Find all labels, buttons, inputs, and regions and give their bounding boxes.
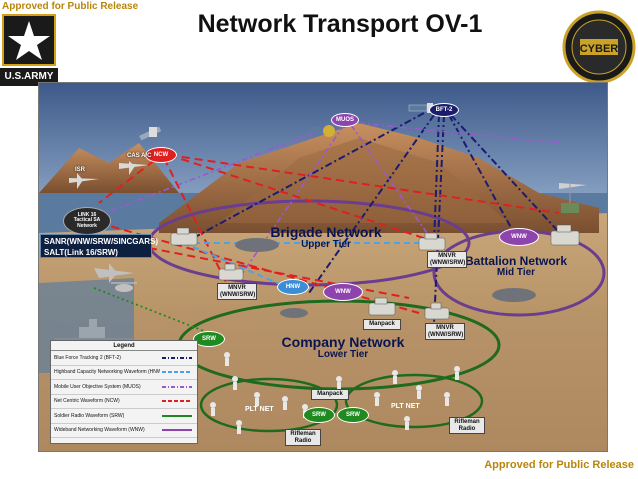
battalion-network-label: Battalion Network Mid Tier (457, 255, 575, 278)
plt-net-right-label: PLT NET (391, 403, 420, 410)
legend-item-label: Mobile User Objective System (MUOS) (54, 383, 141, 390)
link16-node: LINK 16 Tactical SA Network (63, 207, 111, 235)
mnvr-top-tag: MNVR (WNW/SRW) (427, 251, 467, 269)
soldiers-group-icon (210, 352, 460, 434)
mnvr-top-line1: MNVR (438, 253, 456, 259)
bft-node: BFT-2 (429, 103, 459, 117)
battalion-network-tier: Mid Tier (496, 266, 536, 278)
isr-label: ISR (75, 167, 86, 173)
vehicle-mnvr-mid-icon (424, 302, 450, 320)
cas-label: CAS A/C (127, 153, 152, 159)
mnvr-mid-line2: (WNW/SRW) (428, 331, 464, 338)
company-network-name: Company Network (281, 334, 405, 350)
army-logo-text: U.S.ARMY (0, 68, 58, 86)
legend-item-label: Net Centric Waveform (NCW) (54, 398, 120, 405)
legend-line-swatch (162, 356, 192, 359)
legend-item: Net Centric Waveform (NCW) (51, 395, 197, 409)
wnw-center-node: WNW (323, 283, 363, 301)
link16-line3: Network (77, 222, 97, 229)
srw-plt-right-node: SRW (337, 407, 369, 423)
link16-line1: LINK 16 (77, 211, 97, 218)
muos-satellite-icon (309, 125, 335, 137)
legend-item-label: Blue Force Tracking 2 (BFT-2) (54, 354, 121, 361)
uav-icon (559, 183, 587, 189)
armor-upper-icon (235, 238, 279, 252)
legend-title: Legend (51, 341, 197, 351)
mnvr-left-line2: (WNW/SRW) (220, 291, 256, 298)
company-network-tier: Lower Tier (317, 348, 369, 360)
seal-text: CYBER (580, 43, 619, 55)
brigade-network-tier: Upper Tier (301, 238, 351, 250)
legend-line-swatch (162, 385, 192, 388)
vehicle-upper-right-icon (418, 232, 446, 251)
rifleman-left-line1: Rifleman (290, 431, 316, 437)
helicopter-icon (111, 282, 137, 292)
brigade-network-label: Brigade Network Upper Tier (261, 225, 391, 250)
vehicle-battalion-icon (550, 224, 580, 246)
legend-item-label: Wideband Networking Waveform (WNW) (54, 427, 145, 434)
mnvr-left-tag: MNVR (WNW/SRW) (217, 283, 257, 301)
army-star-icon (2, 14, 56, 66)
page-title: Network Transport OV-1 (197, 10, 483, 38)
legend-item: Mobile User Objective System (MUOS) (51, 380, 197, 395)
release-notice-bottom: Approved for Public Release (484, 459, 634, 471)
legend-item: Soldier Radio Waveform (SRW) (51, 409, 197, 424)
rifleman-left-tag: Rifleman Radio (285, 429, 321, 447)
rifleman-left-line2: Radio (294, 437, 312, 444)
armor-company-icon (280, 308, 308, 318)
plt-net-left-label: PLT NET (245, 406, 274, 413)
sanr-line2: SALT(Link 16/SRW) (44, 248, 118, 257)
wnw-right-node: WNW (499, 228, 539, 246)
mnvr-left-line1: MNVR (228, 285, 246, 291)
legend-item-label: Soldier Radio Waveform (SRW) (54, 412, 125, 419)
jet-aircraft-icon (94, 263, 134, 283)
rifleman-right-tag: Rifleman Radio (449, 417, 485, 435)
legend-line-swatch (162, 371, 192, 374)
vehicle-upper-mid-icon (218, 263, 244, 281)
radio-tower-icon (561, 183, 579, 213)
release-notice-top: Approved for Public Release (2, 1, 139, 12)
us-army-logo: U.S.ARMY (0, 12, 58, 88)
legend-item: Wideband Networking Waveform (WNW) (51, 424, 197, 438)
mnvr-mid-tag: MNVR (WNW/SRW) (425, 323, 465, 341)
rifleman-right-line1: Rifleman (454, 419, 480, 425)
armor-battalion-icon (492, 288, 536, 302)
legend-item: Blue Force Tracking 2 (BFT-2) (51, 351, 197, 366)
legend-line-swatch (162, 400, 192, 403)
manpack-mid-tag: Manpack (363, 319, 401, 330)
legend-item-label: Highband Capacity Networking Waveform (H… (54, 369, 160, 376)
srw-left-node: SRW (193, 331, 225, 347)
hnw-node: HNW (277, 279, 309, 295)
ncw-satellite-icon (139, 126, 162, 141)
sanr-line1: SANR(WNW/SRW/SINCGARS) (44, 237, 159, 246)
sanr-salt-box: SANR(WNW/SRW/SINCGARS) SALT(Link 16/SRW) (40, 234, 159, 258)
vehicle-upper-left-icon (170, 227, 198, 246)
mnvr-mid-line1: MNVR (436, 325, 454, 331)
battalion-network-name: Battalion Network (464, 254, 567, 268)
legend-line-swatch (162, 429, 192, 432)
brigade-network-name: Brigade Network (270, 224, 382, 240)
cas-aircraft-icon (119, 161, 149, 175)
ncw-node: NCW (145, 147, 177, 163)
link16-line2: Tactical SA (73, 217, 101, 224)
rifleman-right-line2: Radio (458, 425, 476, 432)
company-network-label: Company Network Lower Tier (277, 335, 409, 360)
army-cyber-seal: CYBER (562, 10, 636, 84)
mnvr-top-line2: (WNW/SRW) (430, 259, 466, 266)
manpack-low-tag: Manpack (311, 389, 349, 400)
legend-line-swatch (162, 414, 192, 417)
isr-aircraft-icon (69, 173, 99, 189)
srw-plt-left-node: SRW (303, 407, 335, 423)
vehicle-manpack-icon (368, 297, 396, 316)
muos-node: MUOS (331, 113, 359, 127)
legend: Legend Blue Force Tracking 2 (BFT-2) High… (50, 340, 198, 444)
legend-item: Highband Capacity Networking Waveform (H… (51, 366, 197, 380)
